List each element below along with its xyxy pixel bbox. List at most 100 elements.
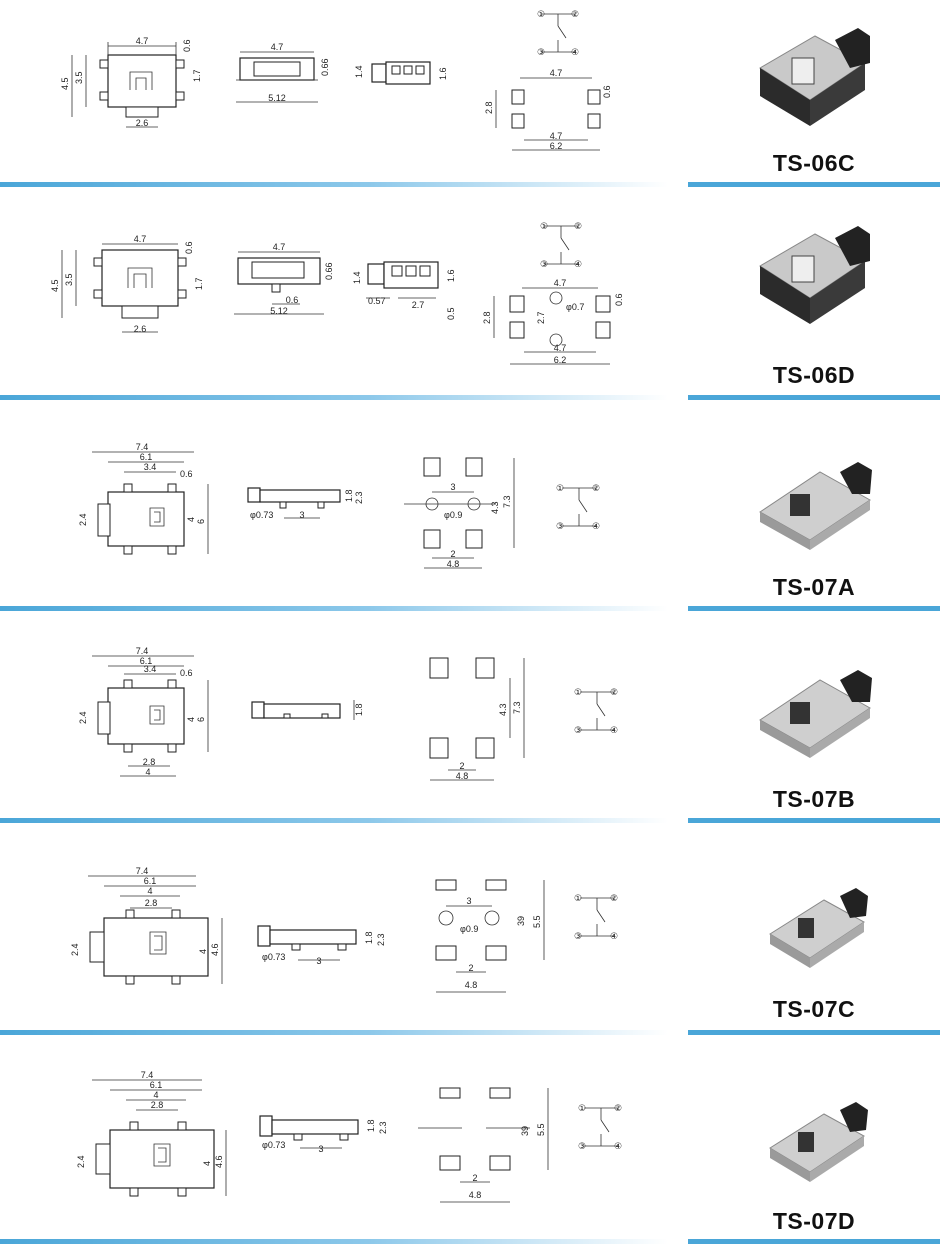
top-view: 7.4 6.1 3.4 0.6 2.4 4 6 2.8 4 [78, 646, 209, 777]
dim-label: 2.8 [482, 311, 492, 324]
dim-label: 1.8 [366, 1119, 376, 1132]
front-view: 1.8 [251, 700, 364, 720]
dim-label: 4 [145, 767, 150, 777]
dim-label: 2.7 [412, 300, 425, 310]
dim-label: 2.3 [354, 491, 364, 504]
row-separator [688, 1030, 940, 1035]
dim-label: φ0.9 [444, 510, 462, 520]
dim-label: 0.6 [180, 668, 193, 678]
pad-layout: 39 5.5 2 4.8 [418, 1087, 549, 1203]
dim-label: 4.5 [60, 77, 70, 90]
dim-label: 2.4 [70, 943, 80, 956]
dim-label: 1.8 [364, 931, 374, 944]
dim-label: 3 [450, 482, 455, 492]
dim-label: 4.7 [271, 42, 284, 52]
dim-label: 2 [459, 761, 464, 771]
dim-label: 39 [520, 1126, 530, 1136]
dim-label: 4 [147, 886, 152, 896]
dim-label: 1.4 [354, 65, 364, 78]
row-separator [688, 182, 940, 187]
dim-label: 6.2 [554, 355, 567, 365]
dim-label: 0.66 [324, 262, 334, 280]
ts-07d-photo [769, 1102, 868, 1182]
front-view: 1.8 2.3 φ0.73 3 [257, 925, 386, 966]
dim-label: 2 [468, 963, 473, 973]
dim-label: 1.8 [344, 489, 354, 502]
pin-3-label: ③ [556, 521, 564, 531]
dim-label: 0.6 [184, 241, 194, 254]
pad-layout: 3 φ0.9 39 5.5 2 4.8 [435, 879, 545, 993]
model-label: TS-06C [772, 150, 856, 176]
dim-label: 0.57 [368, 296, 386, 306]
dim-label: 4.7 [550, 131, 563, 141]
pad-layout: 3 φ0.9 4.3 7.3 2 4.8 [404, 457, 515, 569]
dim-label: 4.8 [465, 980, 478, 990]
dim-label: 4 [198, 949, 208, 954]
dim-label: 2.8 [143, 757, 156, 767]
side-view: 1.4 1.6 [354, 61, 448, 85]
ts-06d-photo [759, 226, 870, 324]
dim-label: 5.12 [268, 93, 286, 103]
dim-label: 3.4 [144, 462, 157, 472]
dim-label: 7.3 [512, 701, 522, 714]
row-separator [688, 606, 940, 611]
dim-label: 4.8 [456, 771, 469, 781]
dim-label: 2.3 [376, 933, 386, 946]
dim-label: 3 [316, 956, 321, 966]
dim-label: 0.6 [182, 39, 192, 52]
pad-layout: 4.7 0.6 2.8 4.7 6.2 [484, 68, 612, 151]
dim-label: 2.6 [136, 118, 149, 128]
dim-label: 4.8 [469, 1190, 482, 1200]
dim-label: 3.5 [64, 273, 74, 286]
model-label: TS-07C [772, 996, 856, 1022]
dim-label: 1.8 [354, 703, 364, 716]
pin-1-label: ① [537, 9, 545, 19]
dim-label: φ0.73 [250, 510, 273, 520]
dim-label: 3 [318, 1144, 323, 1154]
ts-07c-drawing: 7.4 6.1 4 2.8 2.4 4 4.6 1.8 2.3 φ0.73 3 [70, 866, 618, 993]
dim-label: 4 [202, 1161, 212, 1166]
pin-2-label: ② [610, 893, 618, 903]
top-view: 4.7 0.6 1.7 3.5 4.5 2.6 [60, 36, 202, 128]
dim-label: 7.4 [141, 1070, 154, 1080]
switch-schematic: ① ② ③ ④ [540, 221, 582, 269]
ts-06c-drawing: 4.7 0.6 1.7 3.5 4.5 2.6 4.7 0.66 5.12 1 [60, 9, 612, 151]
switch-schematic: ① ② ③ ④ [556, 483, 600, 531]
dim-label: 0.5 [446, 307, 456, 320]
dim-label: 1.6 [446, 269, 456, 282]
pin-2-label: ② [592, 483, 600, 493]
model-row-ts-07b: 7.4 6.1 3.4 0.6 2.4 4 6 2.8 4 1.8 4. [0, 616, 940, 827]
dim-label: 2.8 [484, 101, 494, 114]
pin-2-label: ② [610, 687, 618, 697]
dim-label: 1.7 [192, 69, 202, 82]
dim-label: 3.5 [74, 71, 84, 84]
dim-label: 2.4 [76, 1155, 86, 1168]
dim-label: 4.7 [550, 68, 563, 78]
pin-2-label: ② [614, 1103, 622, 1113]
model-label: TS-07A [772, 574, 856, 600]
model-row-ts-07d: 7.4 6.1 4 2.8 2.4 4 4.6 1.8 2.3 φ0.73 3 [0, 1040, 940, 1251]
pin-1-label: ① [574, 687, 582, 697]
pin-4-label: ④ [610, 931, 618, 941]
ts-07c-photo [769, 888, 868, 968]
front-view: 1.8 2.3 φ0.73 3 [247, 487, 364, 520]
dim-label: 2.4 [78, 513, 88, 526]
ts-06c-photo [759, 28, 870, 126]
pin-4-label: ④ [571, 47, 579, 57]
dim-label: 0.66 [320, 58, 330, 76]
model-label: TS-07B [772, 786, 856, 812]
dim-label: 4.7 [134, 234, 147, 244]
pin-3-label: ③ [578, 1141, 586, 1151]
dim-label: 6 [196, 519, 206, 524]
side-view: 1.4 1.6 0.57 2.7 0.5 [352, 261, 456, 320]
model-row-ts-06c: 4.7 0.6 1.7 3.5 4.5 2.6 4.7 0.66 5.12 1 [0, 0, 940, 211]
model-label: TS-06D [772, 362, 856, 388]
dim-label: 39 [516, 916, 526, 926]
ts-07b-photo [759, 670, 872, 758]
row-separator [0, 606, 668, 611]
model-row-ts-07a: 7.4 6.1 3.4 0.6 2.4 4 6 1.8 2.3 φ0.73 3 [0, 404, 940, 615]
dim-label: 6.1 [150, 1080, 163, 1090]
dim-label: 7.4 [136, 866, 149, 876]
row-separator [0, 182, 668, 187]
dim-label: 4.6 [210, 943, 220, 956]
